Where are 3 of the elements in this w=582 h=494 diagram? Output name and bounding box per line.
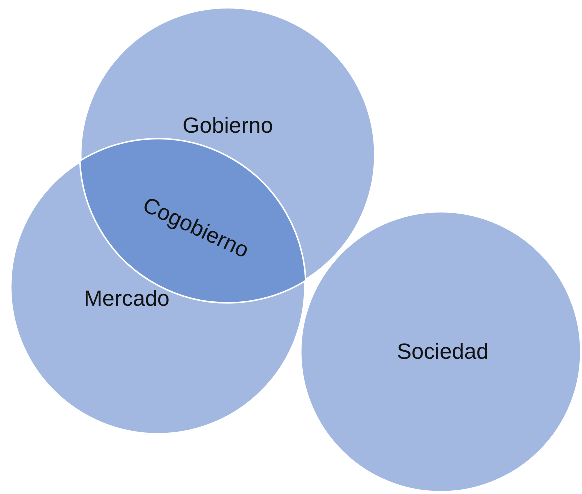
region-label: Gobierno <box>182 113 274 139</box>
region-label: Sociedad <box>397 339 489 365</box>
region-label: Mercado <box>84 286 170 312</box>
